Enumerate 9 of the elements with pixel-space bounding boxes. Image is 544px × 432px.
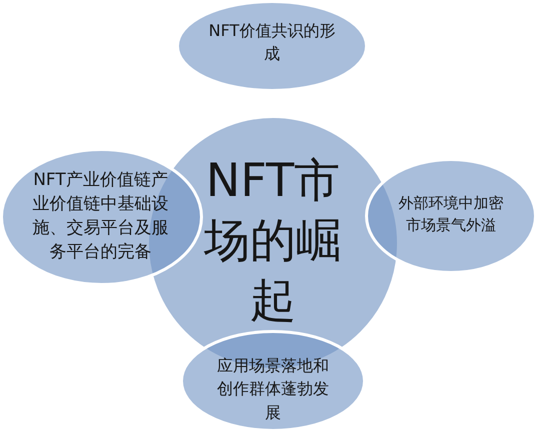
topic-text: NFT价值共识的形成 <box>208 20 336 65</box>
topic-text: 外部环境中加密市场景气外溢 <box>398 193 504 236</box>
topic-ellipse <box>365 158 537 274</box>
topic-text: 应用场景落地和创作群体蓬勃发展 <box>216 355 330 424</box>
main-topic-text: NFT市场的崛起 <box>202 152 343 329</box>
topic-ellipse <box>180 330 366 432</box>
topic-text: NFT产业价值链产业价值链中基础设施、交易平台及服务平台的完备 <box>32 169 170 264</box>
topic-ellipse <box>176 0 368 92</box>
topic-ellipse <box>0 148 203 286</box>
